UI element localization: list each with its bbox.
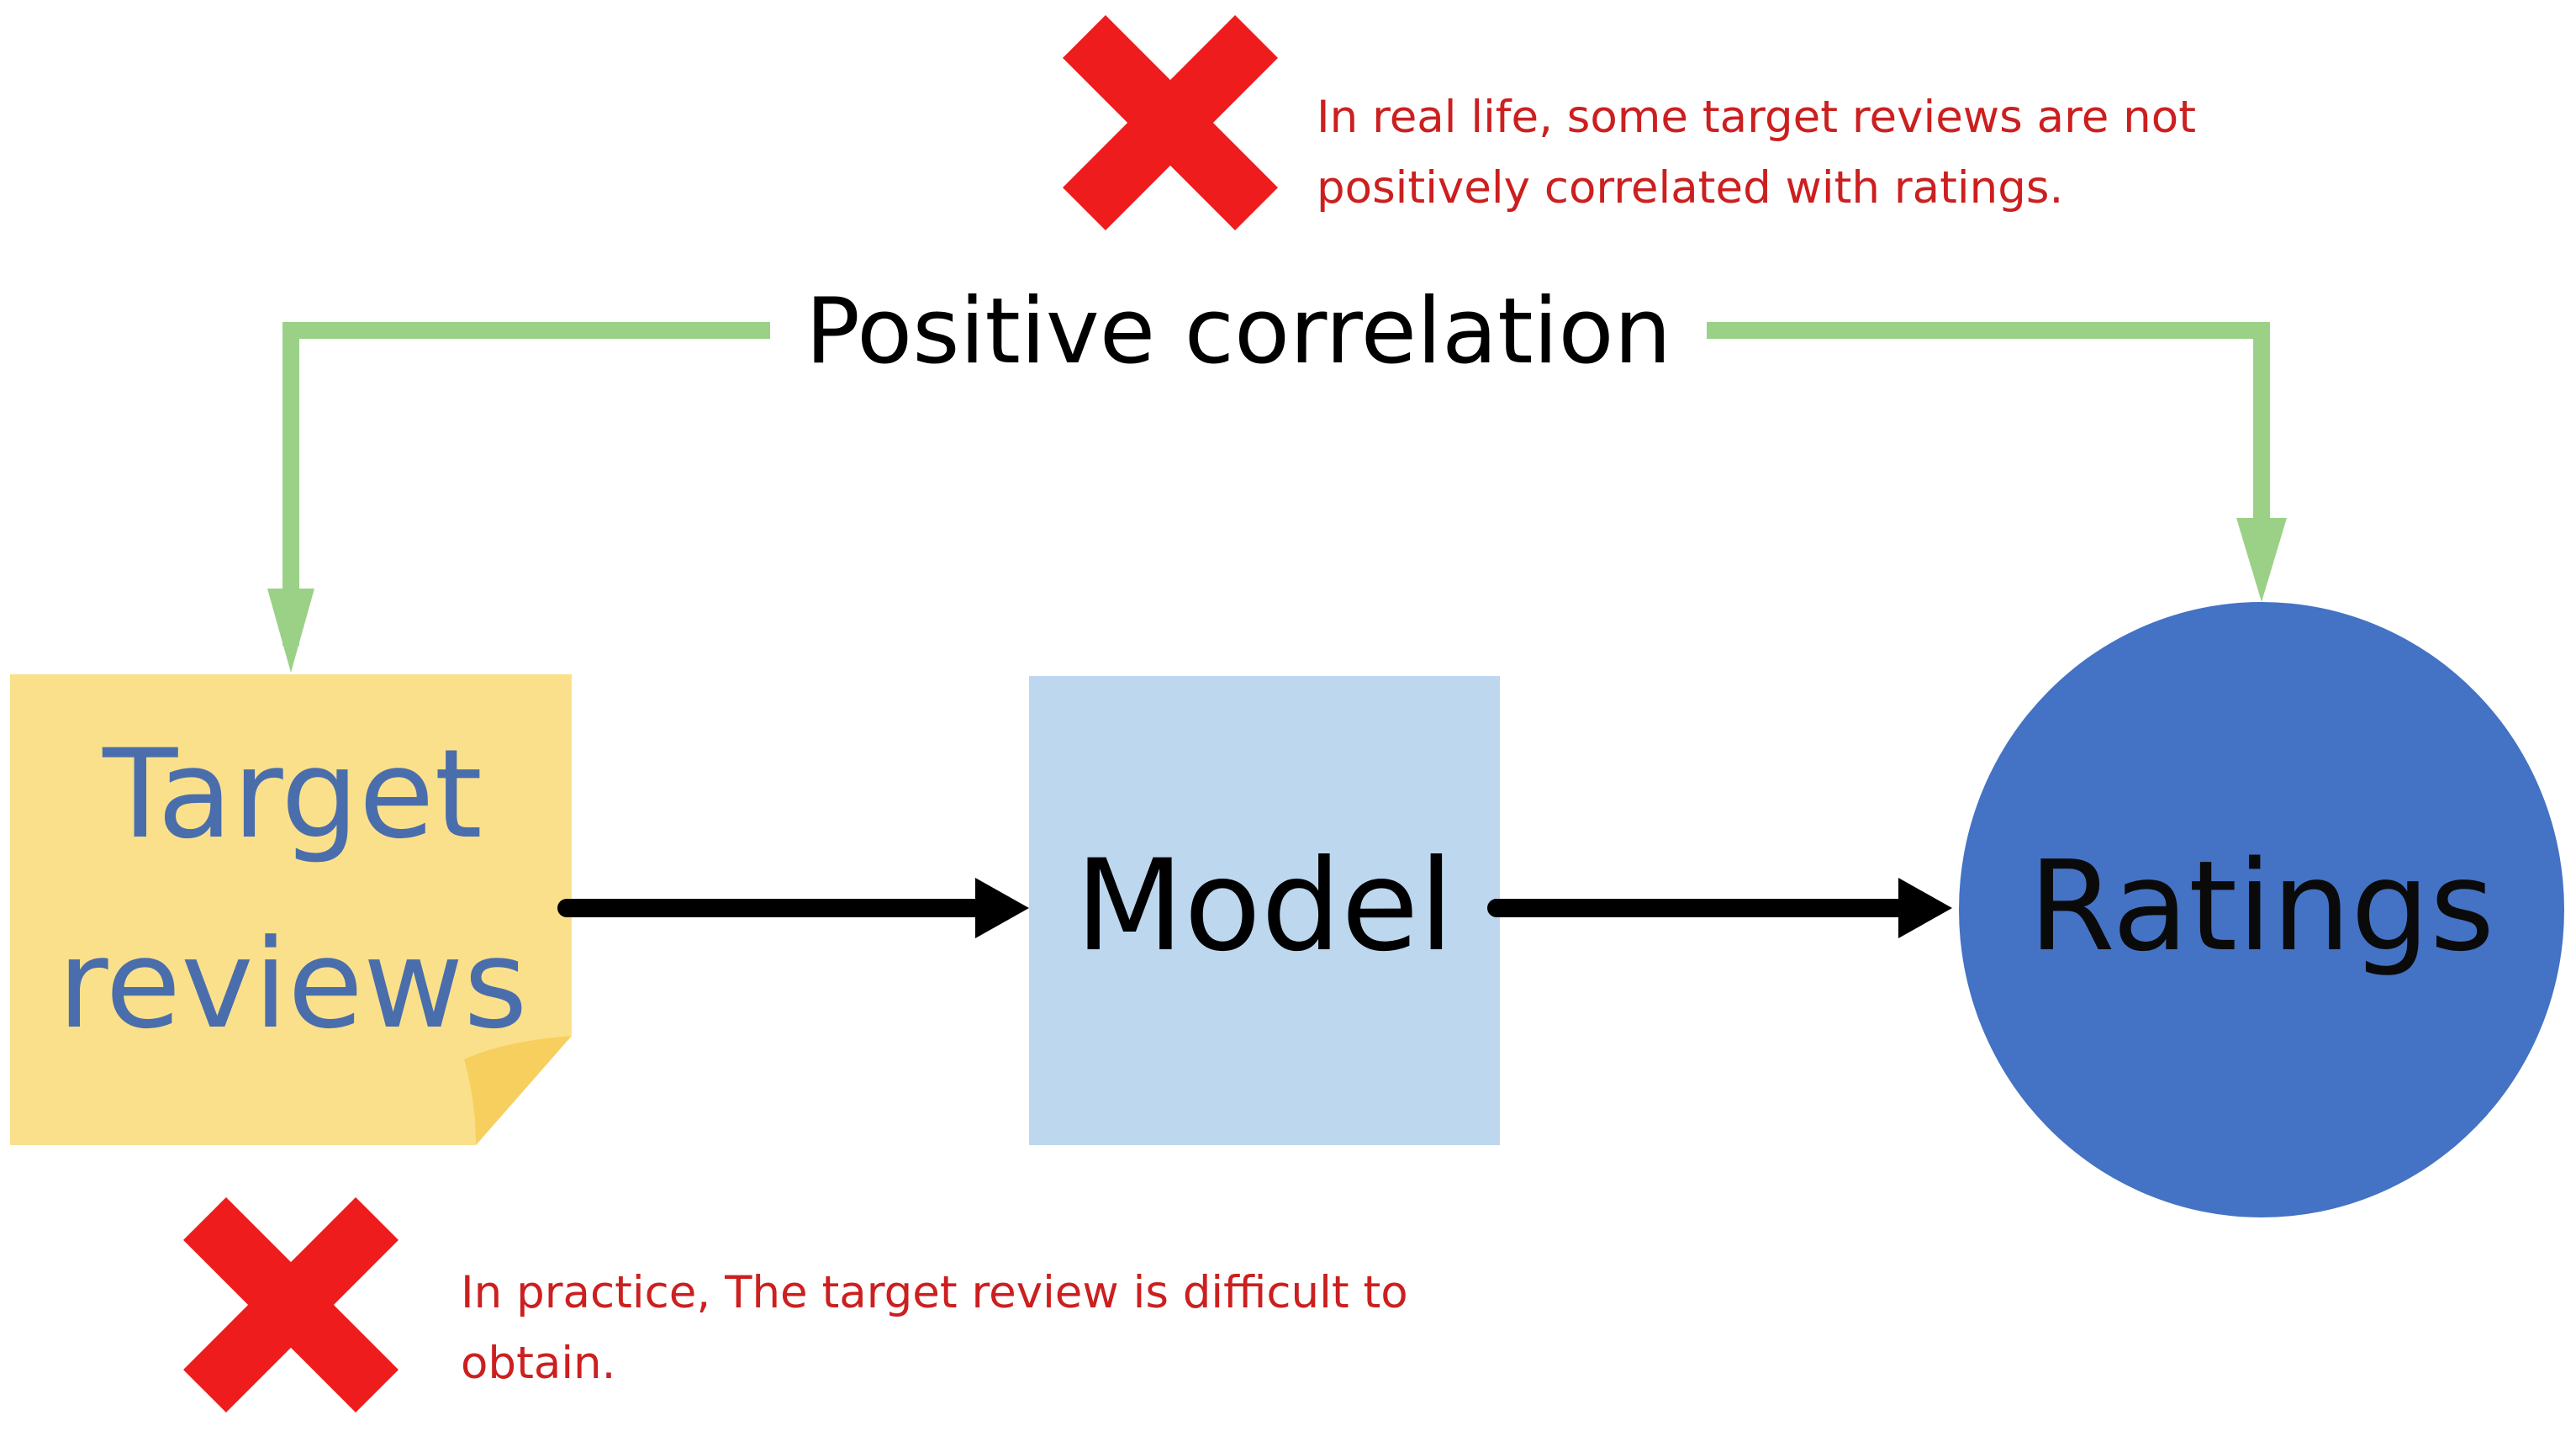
ratings-circle xyxy=(1959,602,2564,1217)
correlation-arrowhead-left xyxy=(267,589,314,673)
model-box xyxy=(1029,676,1500,1145)
top-warning-note: In real life, some target reviews are no… xyxy=(1317,92,2196,214)
target-reviews-note-shape xyxy=(10,674,572,1145)
flow-arrow-model-to-ratings xyxy=(1487,878,1952,938)
target-reviews-label: Target reviews xyxy=(57,723,528,1056)
flow-arrow-target-to-model xyxy=(557,878,1029,938)
note-curl xyxy=(464,1036,572,1145)
model-label: Model xyxy=(1074,833,1454,980)
ratings-label: Ratings xyxy=(2028,834,2495,979)
cross-mark-icon xyxy=(1063,15,1278,230)
positive-correlation-label: Positive correlation xyxy=(770,277,1707,387)
cross-mark-icon xyxy=(183,1197,399,1413)
bottom-warning-note: In practice, The target review is diffic… xyxy=(461,1267,1408,1389)
correlation-arrowhead-right xyxy=(2236,518,2287,602)
